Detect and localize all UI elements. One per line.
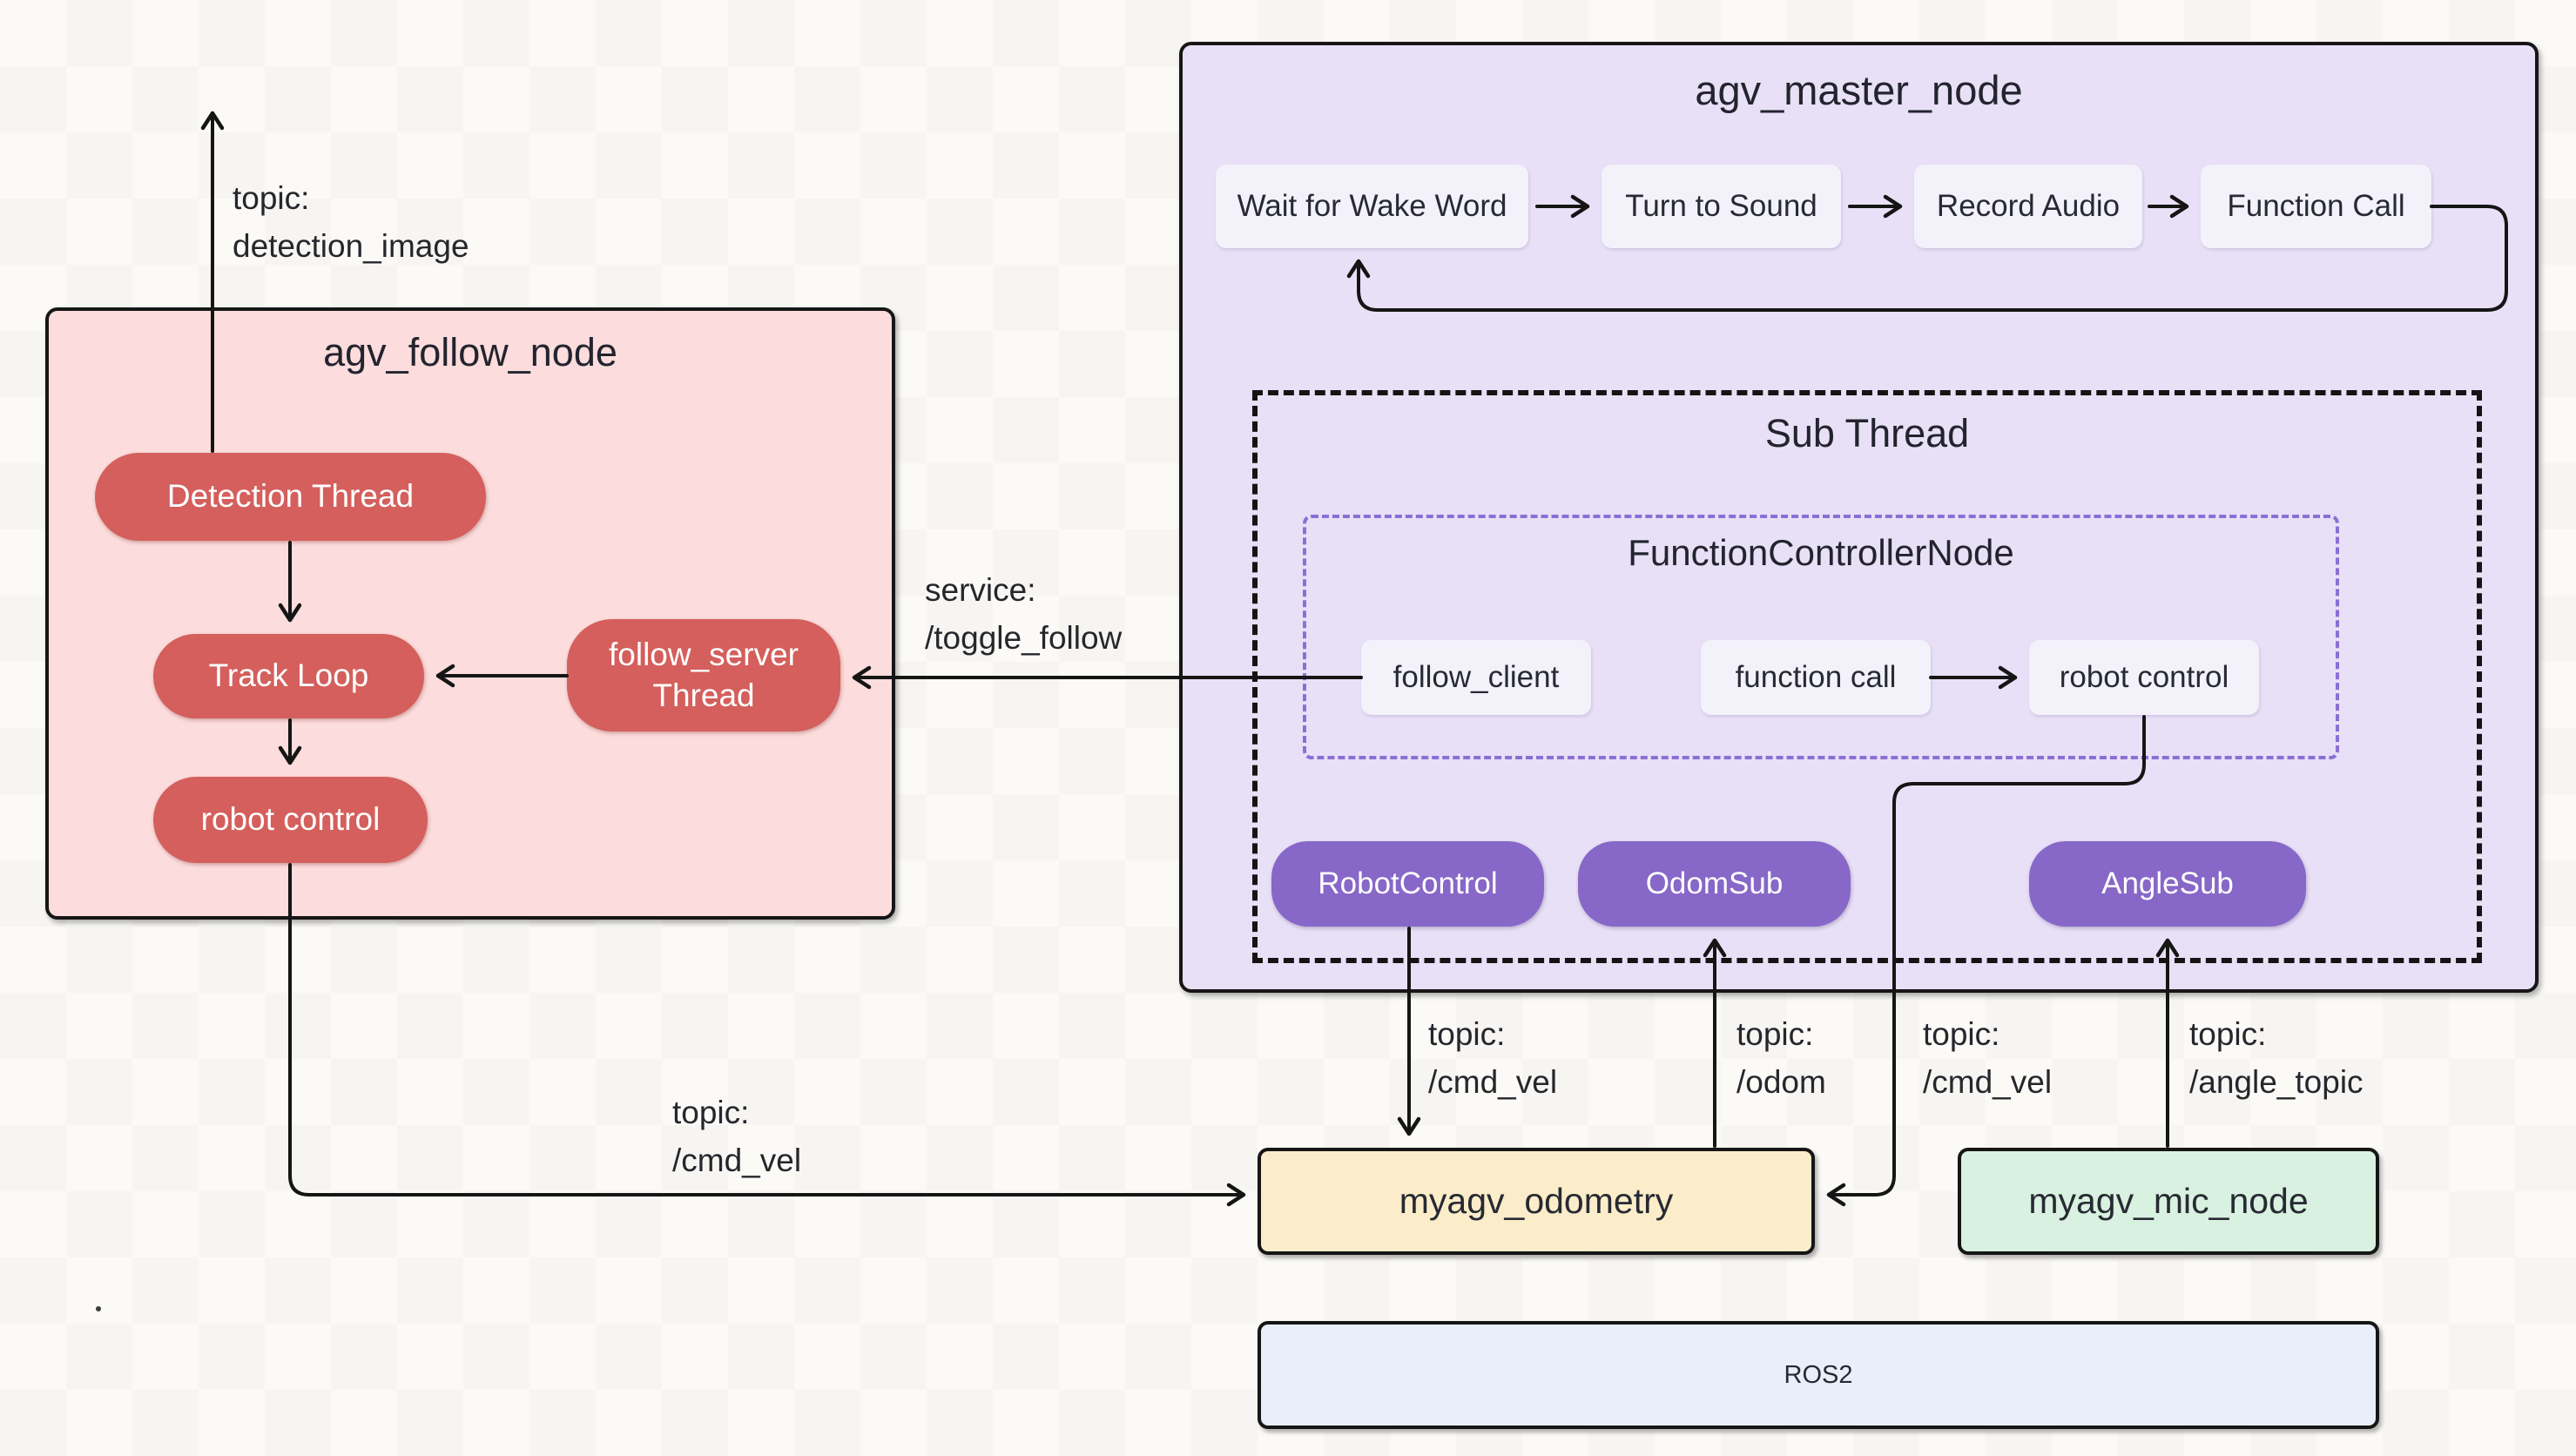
label-topic-angle-topic-l1: topic: [2189,1016,2267,1052]
flow-step-function-call: Function Call [2201,165,2431,248]
anglesub-label: AngleSub [2101,866,2234,900]
label-topic-cmd-vel-follow: topic: /cmd_vel [672,1089,801,1184]
function-controller-node-box: FunctionControllerNode [1303,515,2339,759]
label-topic-cmd-vel-robotcontrol-l2: /cmd_vel [1428,1064,1558,1100]
label-topic-odom-l1: topic: [1736,1016,1814,1052]
function-call-label: Function Call [2227,189,2405,223]
wait-for-wake-word-label: Wait for Wake Word [1237,189,1507,223]
function-controller-node-title: FunctionControllerNode [1628,532,2014,573]
robotcontrol-label: RobotControl [1318,866,1498,900]
myagv-odometry-label: myagv_odometry [1399,1181,1674,1221]
label-topic-odom-l2: /odom [1736,1064,1826,1100]
detection-thread-label: Detection Thread [166,478,415,515]
label-topic-cmd-vel-fcn: topic: /cmd_vel [1923,1010,2052,1106]
label-service-toggle-follow-l1: service: [925,572,1036,608]
flow-step-turn-to-sound: Turn to Sound [1602,165,1841,248]
myagv-odometry-node: myagv_odometry [1258,1148,1815,1255]
label-topic-odom: topic: /odom [1736,1010,1826,1106]
odomsub-label: OdomSub [1645,866,1784,900]
label-topic-detection-image-l1: topic: [233,180,310,216]
ros2-label: ROS2 [1784,1360,1853,1389]
track-loop-pill: Track Loop [153,634,424,718]
odomsub-pill: OdomSub [1578,841,1851,927]
myagv-mic-node-label: myagv_mic_node [2028,1181,2309,1221]
flow-step-record-audio: Record Audio [1914,165,2142,248]
label-topic-angle-topic-l2: /angle_topic [2189,1064,2364,1100]
stray-dot [96,1306,101,1311]
label-topic-cmd-vel-follow-l1: topic: [672,1095,750,1130]
robot-control-pill-follow: robot control [153,777,428,863]
label-topic-angle-topic: topic: /angle_topic [2189,1010,2364,1106]
sub-thread-title: Sub Thread [1764,411,1970,455]
label-topic-cmd-vel-fcn-l2: /cmd_vel [1923,1064,2053,1100]
label-service-toggle-follow-l2: /toggle_follow [925,620,1123,656]
follow-server-thread-pill: follow_server Thread [567,619,840,731]
robot-control-box-fcn: robot control [2029,640,2259,715]
label-topic-cmd-vel-robotcontrol-l1: topic: [1428,1016,1506,1052]
agv-master-node-title: agv_master_node [1695,67,2023,113]
follow-server-thread-label: follow_server Thread [609,637,799,713]
myagv-mic-node: myagv_mic_node [1958,1148,2379,1255]
label-topic-cmd-vel-follow-l2: /cmd_vel [672,1143,802,1178]
turn-to-sound-label: Turn to Sound [1625,189,1817,223]
label-service-toggle-follow: service: /toggle_follow [925,566,1122,662]
robot-control-follow-label: robot control [200,801,381,838]
function-call-inner-label: function call [1735,660,1897,694]
function-call-box: function call [1701,640,1931,715]
anglesub-pill: AngleSub [2029,841,2306,927]
agv-follow-node-title: agv_follow_node [323,330,617,374]
ros2-bar: ROS2 [1258,1321,2379,1429]
label-topic-cmd-vel-fcn-l1: topic: [1923,1016,2000,1052]
label-topic-cmd-vel-robotcontrol: topic: /cmd_vel [1428,1010,1557,1106]
label-topic-detection-image-l2: detection_image [233,228,469,264]
record-audio-label: Record Audio [1936,189,2121,223]
detection-thread-pill: Detection Thread [95,453,486,541]
label-topic-detection-image: topic: detection_image [233,174,469,270]
robotcontrol-pill: RobotControl [1271,841,1544,927]
track-loop-label: Track Loop [208,657,369,694]
follow-client-box: follow_client [1361,640,1591,715]
follow-client-label: follow_client [1393,660,1560,694]
robot-control-fcn-label: robot control [2059,660,2229,694]
flow-step-wait-for-wake-word: Wait for Wake Word [1216,165,1528,248]
